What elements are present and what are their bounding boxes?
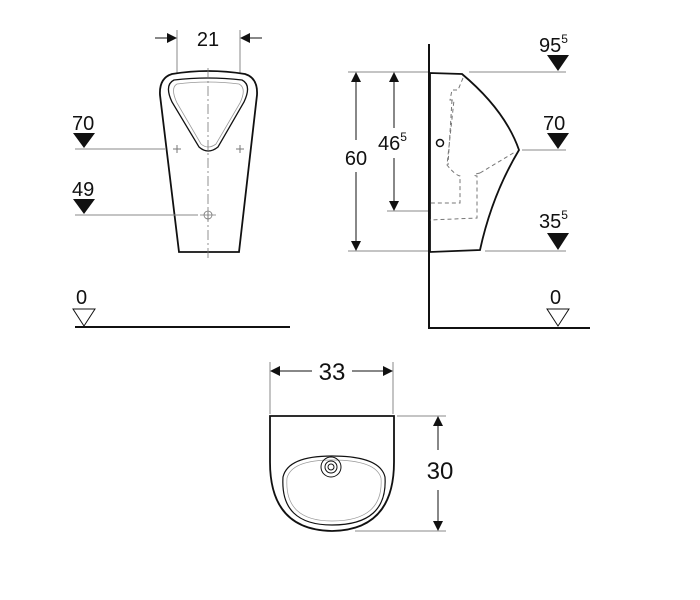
height-dim-60: 60 [345, 148, 367, 170]
front-view: 21 70 49 0 [72, 29, 290, 328]
level-marker-icon [547, 233, 569, 250]
plan-view: 33 30 [269, 359, 454, 532]
urinal-side-outline [429, 72, 520, 253]
urinal-plan-outline [269, 415, 395, 532]
drain-outlet [320, 456, 342, 478]
plan-width-33: 33 [319, 359, 346, 386]
plan-depth-30: 30 [427, 458, 454, 485]
side-level-70: 70 [543, 113, 565, 135]
level-marker-icon [547, 133, 569, 149]
bowl-opening [282, 455, 386, 526]
level-marker-icon [73, 199, 95, 214]
side-level-35-5: 355 [539, 208, 568, 233]
front-level-70: 70 [72, 113, 94, 135]
urinal-front-outline [159, 70, 258, 253]
level-marker-icon [73, 133, 95, 148]
front-level-49: 49 [72, 179, 94, 201]
front-width-label: 21 [197, 29, 219, 51]
side-level-0: 0 [550, 287, 561, 309]
front-level-0: 0 [76, 287, 87, 309]
floor-level-marker-icon [72, 308, 96, 327]
floor-level-marker-icon [546, 308, 570, 327]
outlet-dim: 465 [378, 130, 407, 155]
level-marker-icon [547, 55, 569, 71]
inlet-hole [435, 138, 445, 148]
side-level-95-5: 955 [539, 32, 568, 57]
side-view: 60 465 955 70 355 0 [340, 32, 590, 329]
bowl-opening [167, 77, 249, 152]
